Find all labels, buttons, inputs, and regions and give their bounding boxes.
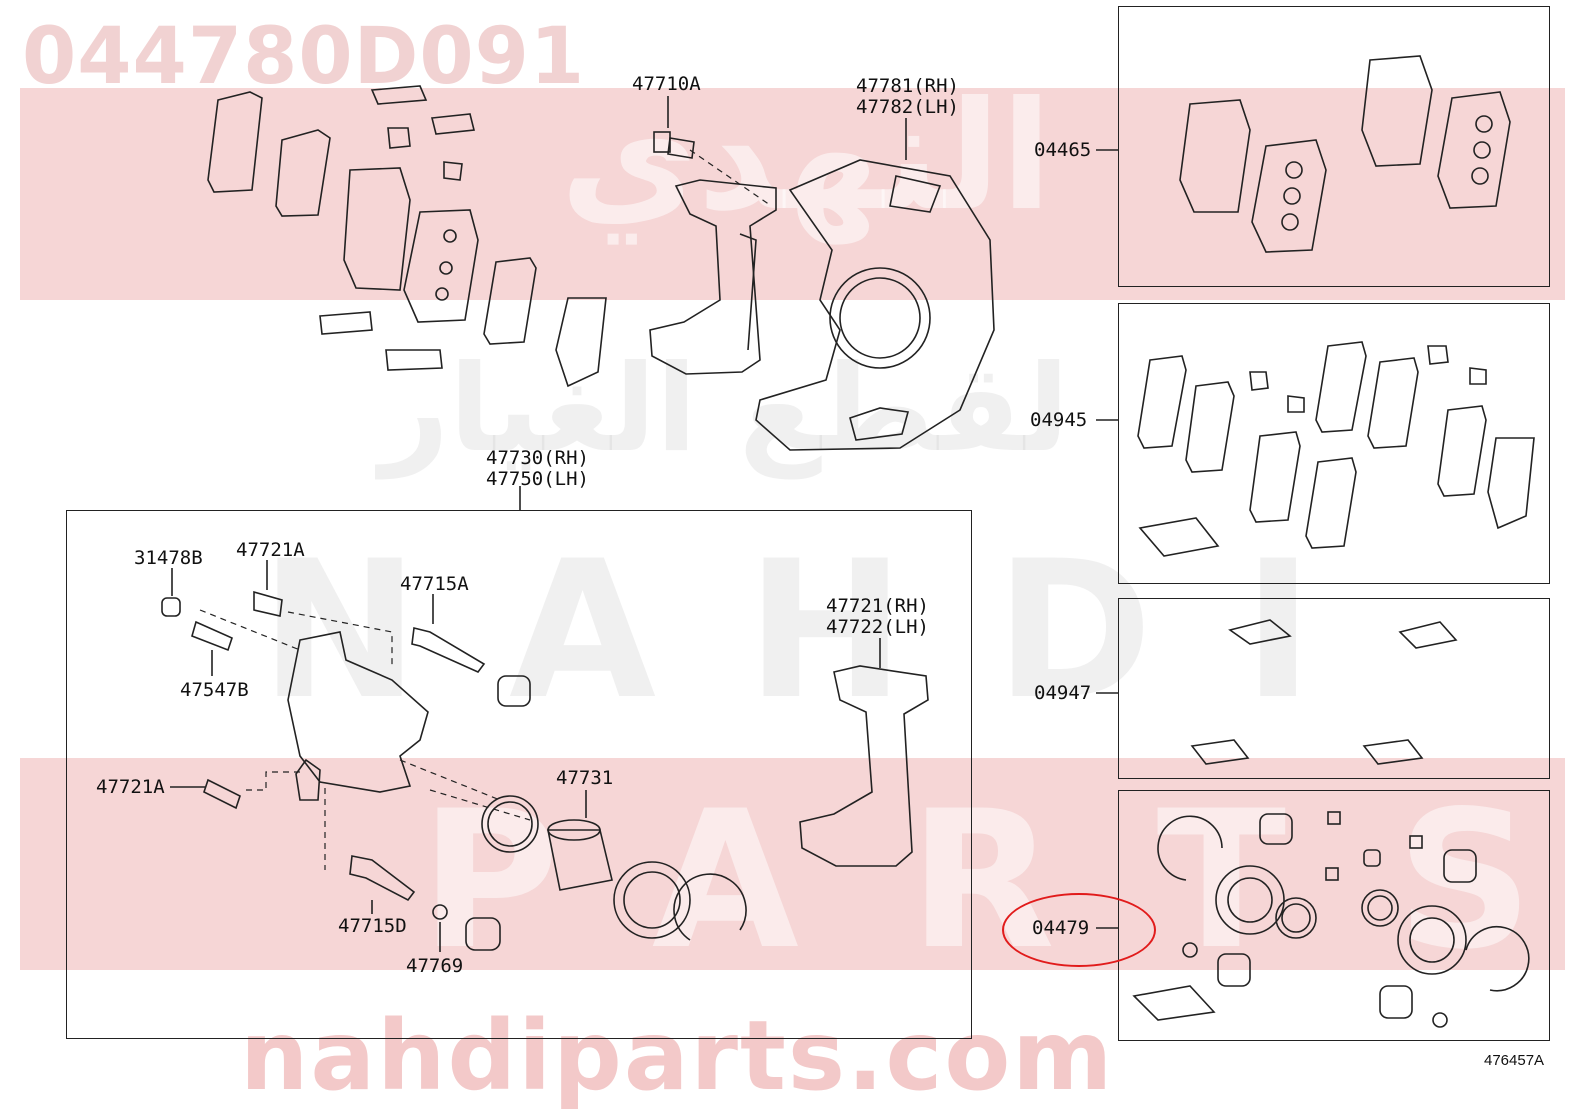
pads-top-left [207,85,607,388]
watermark-part-number: 044780D091 [22,12,586,102]
label-47769: 47769 [406,955,464,977]
label-47721-47722: 47721(RH) 47722(LH) [826,595,929,638]
pads-box-04465 [1179,55,1511,253]
bolt-47710A [653,131,695,159]
fittings-box-04947 [1190,619,1458,765]
watermark-arabic-mid: لقطع الغيار [380,340,1070,479]
label-47715D: 47715D [338,915,407,937]
label-47715A: 47715A [400,573,469,595]
caliper-assembly-box [66,510,972,1039]
leader-lines [170,96,1118,952]
label-47721A-mid: 47721A [96,776,165,798]
label-31478B: 31478B [134,547,203,569]
watermark-arabic-top: النهدي [560,70,1053,244]
cylinder-kit-box-04479 [1132,811,1530,1028]
label-47721A-top: 47721A [236,539,305,561]
label-04465: 04465 [1034,139,1092,161]
label-47730-47750: 47730(RH) 47750(LH) [486,447,589,490]
shim-kit-box-04945 [1118,303,1550,584]
label-47731: 47731 [556,767,614,789]
watermark-latin-mid: NAHDI [260,520,1404,741]
watermark-url: nahdiparts.com [240,1000,1115,1112]
caliper-bracket-top [649,179,777,375]
label-47710A: 47710A [632,73,701,95]
label-47547B: 47547B [180,679,249,701]
label-04945: 04945 [1030,409,1088,431]
pad-kit-box-04465 [1118,6,1550,287]
shims-box-04945 [1137,341,1535,557]
dust-shield [755,159,995,451]
label-04947: 04947 [1034,682,1092,704]
label-47781-47782: 47781(RH) 47782(LH) [856,75,959,118]
illustration-id: 476457A [1484,1052,1545,1069]
caliper-body [161,590,747,951]
highlight-oval-04479 [1002,893,1156,967]
fitting-kit-box-04947 [1118,598,1550,779]
caliper-bracket-right [799,665,929,867]
